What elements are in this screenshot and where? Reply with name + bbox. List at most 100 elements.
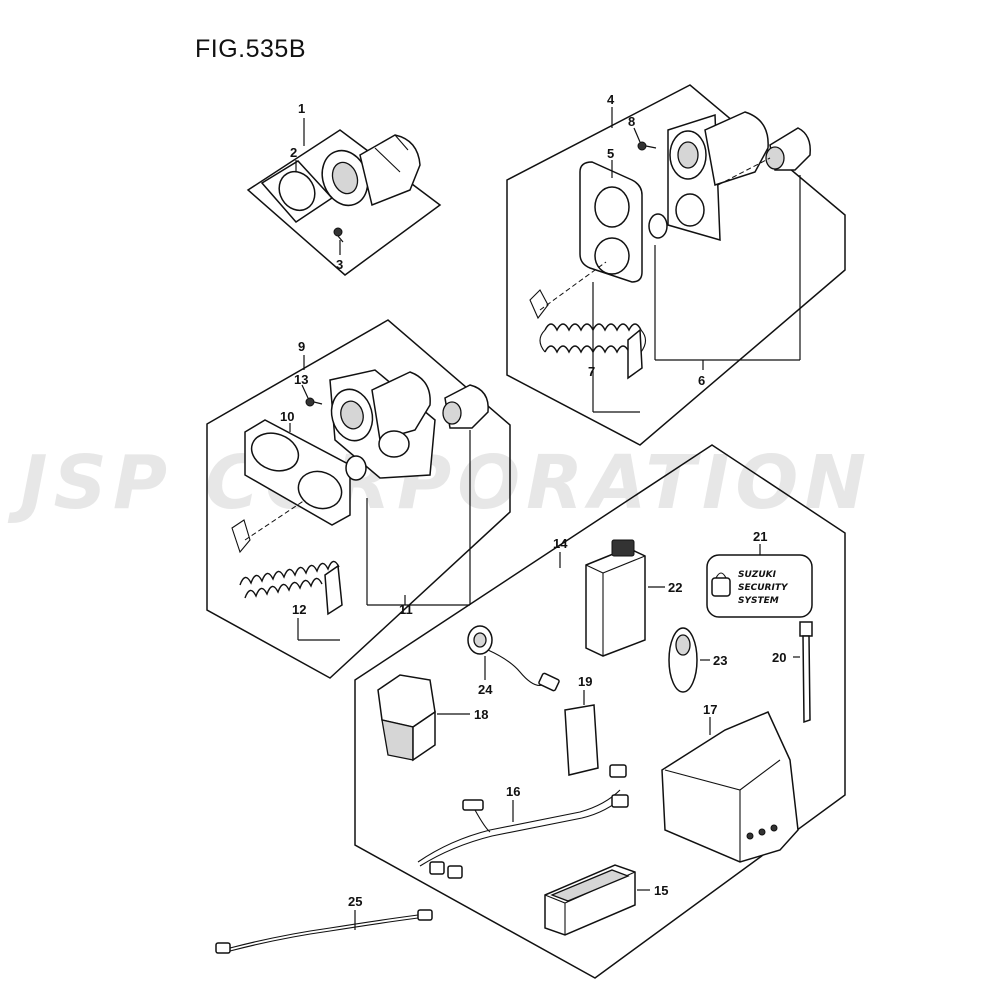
lanyard-coil-ends xyxy=(539,329,647,353)
switch-body xyxy=(359,134,421,207)
bracket-hole-1 xyxy=(746,832,754,840)
switch-9-body xyxy=(371,371,431,441)
group-9-frame xyxy=(206,319,511,679)
callout-6: 6 xyxy=(698,373,705,388)
sticker-lock-shackle xyxy=(715,572,727,579)
group-14-security-kit xyxy=(354,444,846,979)
callout-21: 21 xyxy=(753,529,767,544)
ecu-edge xyxy=(585,564,604,574)
harness-main xyxy=(417,789,621,863)
stop-switch-9-cap xyxy=(442,401,462,425)
ecu-edge-3 xyxy=(602,555,646,574)
holder-opening xyxy=(550,869,630,902)
callout-16: 16 xyxy=(506,784,520,799)
switch-9-keyhole xyxy=(340,400,364,430)
screw-9 xyxy=(305,397,315,407)
callout-12: 12 xyxy=(292,602,306,617)
sensor-wire xyxy=(487,649,546,687)
leader-8 xyxy=(633,127,641,143)
lanyard-snap-hook xyxy=(627,328,643,380)
callout-17: 17 xyxy=(703,702,717,717)
callouts: 1 2 3 4 5 6 7 8 9 10 11 12 13 14 15 16 1… xyxy=(280,92,786,909)
bracket-hole-3 xyxy=(770,824,778,832)
ecu-connector xyxy=(611,539,635,557)
cable-25-connector-left xyxy=(215,942,231,954)
dual-bezel-hole-bottom xyxy=(594,237,630,275)
lanyard-9-assembly-line xyxy=(244,499,306,541)
stop-switch-9-hole xyxy=(378,430,410,458)
group-4-dual-switch xyxy=(506,84,846,446)
cable-tie-head xyxy=(799,621,813,637)
switch-keyhole xyxy=(331,161,359,195)
stop-switch-nut xyxy=(648,213,668,239)
sensor-core xyxy=(473,632,487,648)
callout-8: 8 xyxy=(628,114,635,129)
lanyard-9-clip xyxy=(231,519,251,554)
callout-14: 14 xyxy=(553,536,568,551)
relay-side xyxy=(412,710,436,762)
callout-3: 3 xyxy=(336,257,343,272)
leader-13 xyxy=(301,384,309,399)
group-1-frame xyxy=(246,129,442,276)
callout-13: 13 xyxy=(294,372,308,387)
dual-screw xyxy=(637,141,647,151)
bezel-9-hole-left xyxy=(250,432,300,472)
lanyard-assembly-line xyxy=(539,261,607,311)
relay-base xyxy=(381,719,414,761)
cable-25-wire-2 xyxy=(229,917,419,952)
harness-connector-2 xyxy=(429,861,445,875)
screw-shank xyxy=(337,235,344,243)
dual-switch-body xyxy=(704,111,769,186)
callout-25: 25 xyxy=(348,894,362,909)
part-25-cable xyxy=(215,909,433,954)
callout-4: 4 xyxy=(607,92,615,107)
cable-25-wire xyxy=(229,914,419,949)
dual-bezel-hole-top xyxy=(594,186,630,228)
figure-title: FIG.535B xyxy=(195,35,306,63)
callout-7: 7 xyxy=(588,364,595,379)
callout-22: 22 xyxy=(668,580,682,595)
dual-screw-shank xyxy=(645,145,657,149)
cable-tie-strap xyxy=(802,635,811,724)
sticker-line-1: SUZUKI xyxy=(738,570,777,580)
sticker-line-3: SYSTEM xyxy=(738,596,779,606)
stop-switch-hole xyxy=(675,193,705,227)
remote-button xyxy=(675,634,691,656)
callout-9: 9 xyxy=(298,339,305,354)
lanyard-9-snap-hook xyxy=(324,564,343,616)
group-1-ignition-switch xyxy=(246,118,442,276)
callout-19: 19 xyxy=(578,674,592,689)
stop-switch-cap xyxy=(765,146,785,170)
harness-connector-1 xyxy=(462,799,484,811)
stop-switch-9-nut xyxy=(345,455,367,481)
callout-11: 11 xyxy=(399,602,413,617)
screw-9-shank xyxy=(313,401,323,405)
callout-2: 2 xyxy=(290,145,297,160)
screw xyxy=(333,227,343,237)
callout-5: 5 xyxy=(607,146,614,161)
group-9-dual-switch xyxy=(206,319,511,679)
lanyard-clip xyxy=(529,289,549,320)
callout-23: 23 xyxy=(713,653,727,668)
dual-switch-keyhole xyxy=(677,141,699,169)
callout-24: 24 xyxy=(478,682,493,697)
manual-card xyxy=(564,704,599,776)
bracket-hole-2 xyxy=(758,828,766,836)
callout-10: 10 xyxy=(280,409,294,424)
switch-body-detail xyxy=(374,134,409,173)
cable-25-connector-right xyxy=(417,909,433,921)
group-4-frame xyxy=(506,84,846,446)
harness-main-2 xyxy=(419,795,625,867)
harness-branch xyxy=(474,809,491,833)
bezel-9-hole-right xyxy=(297,470,343,510)
sticker-line-2: SECURITY xyxy=(738,583,789,593)
callout-1: 1 xyxy=(298,101,305,116)
harness-connector-4 xyxy=(609,764,627,778)
sticker-text: SUZUKI SECURITY SYSTEM xyxy=(738,570,789,606)
group-14-frame xyxy=(354,444,846,979)
harness-connector-5 xyxy=(611,794,629,808)
callout-20: 20 xyxy=(772,650,786,665)
lanyard-9-coil xyxy=(239,560,340,599)
callout-15: 15 xyxy=(654,883,668,898)
